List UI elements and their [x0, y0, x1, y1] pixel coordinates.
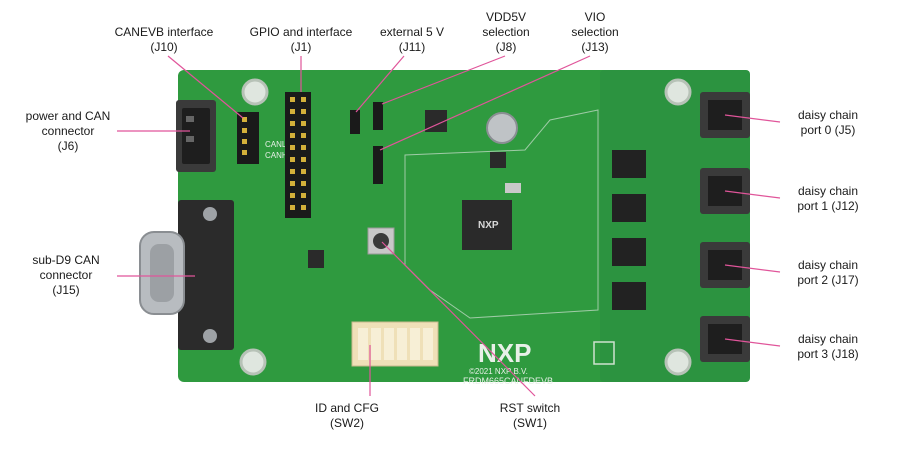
main-ic: NXP: [462, 200, 512, 250]
leader-lines: [117, 55, 781, 397]
board-name: FRDM665CANFDEVB: [463, 376, 553, 386]
label-subd9: sub-D9 CAN connector (J15): [32, 253, 100, 297]
capacitor-small: [490, 152, 506, 168]
leader-vio: [379, 55, 591, 151]
electrolytic-capacitor: [486, 112, 518, 144]
j13-header: [373, 146, 383, 184]
board-copyright: ©2021 NXP B.V.: [469, 367, 528, 376]
leader-dc3: [724, 338, 781, 347]
label-vio: VIO selection (J13): [571, 10, 619, 54]
label-rst: RST switch (SW1): [499, 401, 561, 430]
label-dc0: daisy chain port 0 (J5): [797, 108, 859, 137]
leader-vdd5v: [381, 55, 506, 105]
transceiver-ic: [308, 250, 324, 268]
silk-canh: CANH: [265, 151, 288, 160]
dip-switch: [351, 321, 439, 367]
label-ext5v: external 5 V (J11): [379, 25, 445, 54]
leader-dc0: [724, 114, 781, 123]
label-power-can: power and CAN connector (J6): [25, 109, 111, 153]
svg-text:NXP: NXP: [478, 220, 499, 231]
leader-canevb: [167, 55, 244, 119]
leader-dc1: [724, 190, 781, 199]
inductor: [425, 110, 447, 132]
board-brand-logo: NXP: [478, 338, 531, 368]
silk-canl: CANL: [265, 140, 287, 149]
label-dc1: daisy chain port 1 (J12): [797, 184, 859, 213]
label-dc2: daisy chain port 2 (J17): [797, 258, 859, 287]
leader-dc2: [724, 264, 781, 273]
label-gpio: GPIO and interface (J1): [249, 25, 353, 54]
label-dc3: daisy chain port 3 (J18): [797, 332, 859, 361]
crystal: [505, 183, 521, 193]
label-vdd5v: VDD5V selection (J8): [482, 10, 530, 54]
daisy-chain-transceivers: [612, 150, 646, 310]
label-id-cfg: ID and CFG (SW2): [314, 401, 380, 430]
subd9-connector: [139, 200, 234, 350]
j10-header: [237, 112, 259, 164]
weee-symbol: [593, 341, 615, 365]
j1-header: [285, 92, 311, 218]
mounting-holes: [239, 78, 692, 376]
leader-ext5v: [355, 55, 405, 113]
label-canevb: CANEVB interface (J10): [114, 25, 214, 54]
j8-header: [373, 102, 383, 130]
j11-header: [350, 110, 360, 134]
leader-rst: [381, 241, 536, 397]
j6-connector: [176, 100, 216, 172]
